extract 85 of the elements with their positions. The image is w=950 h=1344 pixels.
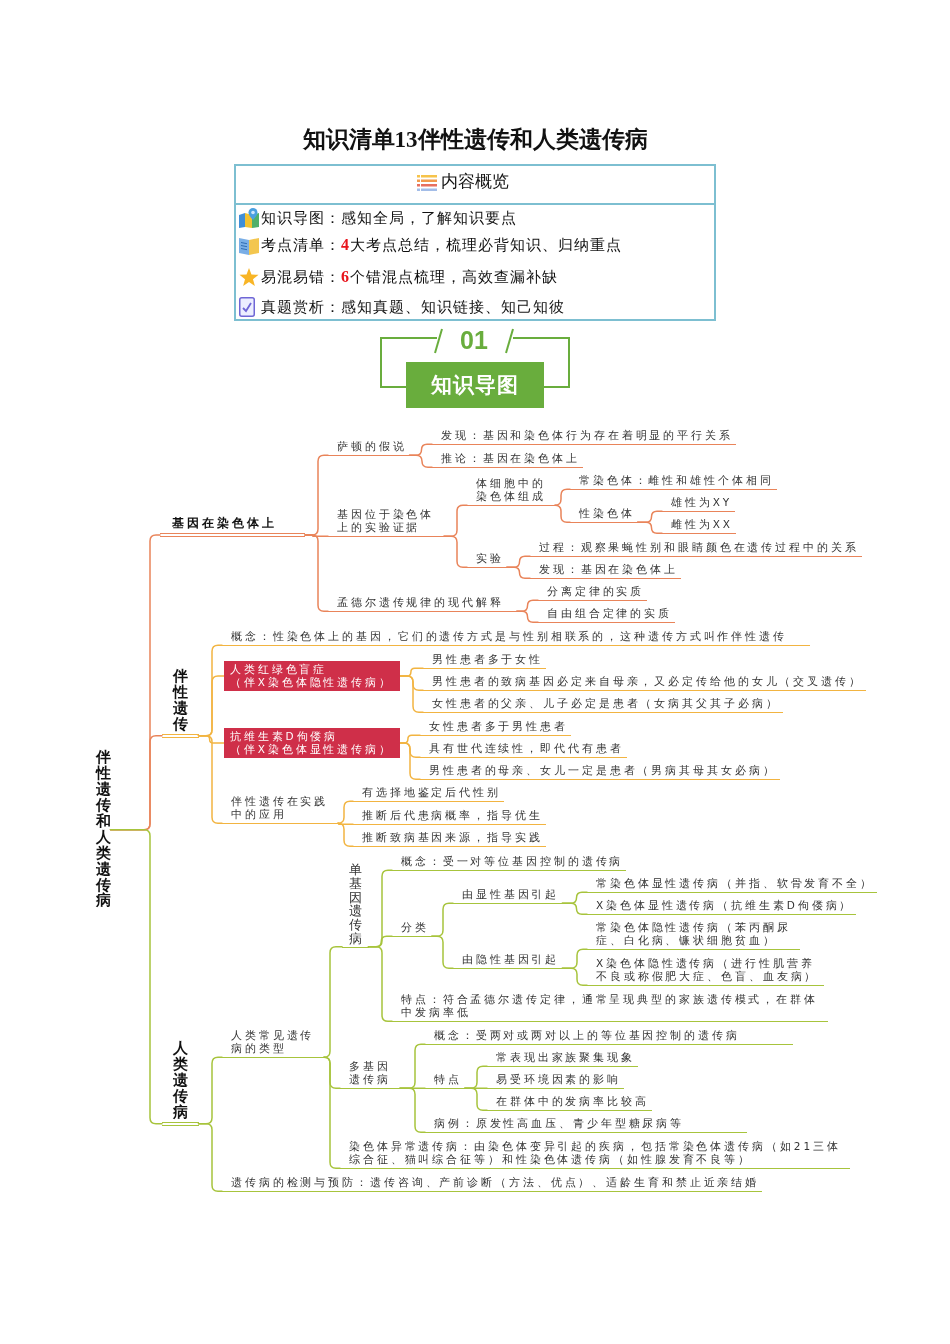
- brace-connector: [516, 610, 539, 623]
- topic-label: 特点: [425, 1073, 465, 1089]
- topic-label: 体细胞中的染色体组成: [467, 477, 555, 506]
- section-number: 01: [460, 326, 488, 354]
- topic-box: 人类红绿色盲症（伴X染色体隐性遗传病）: [224, 661, 400, 691]
- topic-label: 自由组合定律的实质: [538, 607, 676, 623]
- topic-label: 常染色体显性遗传病（并指、软骨发育不全）: [587, 877, 877, 893]
- brace-connector: [464, 1087, 488, 1111]
- topic-label: 性染色体: [570, 507, 638, 523]
- topic-label: 具有世代连续性，即代代有患者: [420, 742, 627, 758]
- topic-label: 概念：性染色体上的基因，它们的遗传方式是与性别相联系的，这种遗传方式叫作伴性遗传: [222, 630, 810, 646]
- topic-label: 易受环境因素的影响: [487, 1073, 625, 1089]
- brace-connector: [399, 675, 424, 713]
- brace-connector: [197, 1122, 223, 1192]
- topic-label: 发现：基因在染色体上: [530, 563, 681, 579]
- topic-label: 多基因遗传病: [340, 1060, 400, 1089]
- brace-connector: [337, 822, 354, 825]
- page-title: 知识清单13伴性遗传和人类遗传病: [302, 126, 648, 154]
- main-branch-label: 人类遗传病: [162, 1041, 199, 1126]
- topic-label: 男性患者的致病基因必定来自母亲，又必定传给他的女儿（交叉遗传）: [423, 675, 866, 691]
- topic-label: 推论：基因在染色体上: [432, 452, 583, 468]
- brace-connector: [408, 454, 433, 468]
- topic-label: 分类: [392, 921, 432, 937]
- topic-label: 人类常见遗传病的类型: [222, 1029, 324, 1058]
- overview-panel: [234, 164, 716, 321]
- topic-label: 有选择地鉴定后代性别: [353, 786, 504, 802]
- topic-label: 女性患者多于男性患者: [420, 720, 571, 736]
- brace-connector: [561, 902, 588, 915]
- panel-heading: 内容概览: [441, 170, 509, 192]
- topic-label: 过程：观察果蝇性别和眼睛颜色在遗传过程中的关系: [530, 541, 862, 557]
- brace-connector: [323, 1056, 341, 1169]
- brace-connector: [337, 822, 354, 847]
- overview-item: 知识导图：感知全局，了解知识要点: [261, 208, 517, 228]
- topic-label: 孟德尔遗传规律的现代解释: [328, 596, 517, 612]
- section-banner: 知识导图: [406, 362, 544, 408]
- brace-connector: [399, 742, 421, 780]
- brace-connector: [554, 488, 571, 506]
- overview-item: 真题赏析：感知真题、知识链接、知己知彼: [261, 297, 565, 317]
- brace-connector: [554, 504, 571, 523]
- brace-connector: [367, 946, 393, 1022]
- brace-connector: [443, 535, 468, 568]
- topic-label: 病例：原发性高血压、青少年型糖尿病等: [425, 1117, 748, 1133]
- topic-label: 分离定律的实质: [538, 585, 648, 601]
- topic-label: 染色体异常遗传病：由染色体变异引起的疾病，包括常染色体遗传病（如21三体综合征、猫叫综合征等）和性染色体遗传病（如性腺发育不良等）: [340, 1140, 850, 1169]
- topic-label: 概念：受一对等位基因控制的遗传病: [392, 855, 627, 871]
- brace-connector: [197, 735, 223, 824]
- brace-connector: [399, 1087, 426, 1133]
- topic-label: 由显性基因引起: [453, 888, 563, 904]
- topic-label: 雄性为XY: [662, 496, 736, 512]
- topic-label: 萨顿的假说: [328, 440, 410, 456]
- main-branch-label: 伴性遗传: [162, 669, 199, 738]
- brace-connector: [636, 521, 663, 534]
- topic-label: 男性患者多于女性: [423, 653, 547, 669]
- topic-label: 发现：基因和染色体行为存在着明显的平行关系: [432, 429, 736, 445]
- central-topic: 伴性遗传和人类遗传病: [96, 750, 111, 910]
- topic-label: 遗传病的检测与预防：遗传咨询、产前诊断（方法、优点）、适龄生育和禁止近亲结婚: [222, 1176, 763, 1192]
- brace-connector: [109, 828, 163, 1125]
- topic-label: 基因位于染色体上的实验证据: [328, 508, 444, 537]
- topic-label: 伴性遗传在实践中的应用: [222, 795, 338, 824]
- overview-item: 考点清单：4大考点总结，梳理必背知识、归纳重点: [261, 235, 622, 255]
- topic-label: X染色体显性遗传病（抗维生素D佝偻病）: [587, 899, 857, 915]
- topic-label: 雌性为XX: [662, 518, 736, 534]
- topic-label: 在群体中的发病率比较高: [487, 1095, 652, 1111]
- topic-box: 抗维生素D佝偻病（伴X染色体显性遗传病）: [224, 728, 400, 758]
- topic-label: 常染色体隐性遗传病（苯丙酮尿症、白化病、镰状细胞贫血）: [587, 921, 800, 950]
- topic-label: 单基因遗传病: [342, 863, 369, 948]
- brace-connector: [337, 800, 354, 824]
- topic-label: 概念：受两对或两对以上的等位基因控制的遗传病: [425, 1029, 793, 1045]
- topic-label: 特点：符合孟德尔遗传定律，通常呈现典型的家族遗传模式，在群体中发病率低: [392, 993, 828, 1022]
- topic-label: 推断致病基因来源，指导实践: [353, 831, 546, 847]
- topic-label: 常表现出家族聚集现象: [487, 1051, 638, 1067]
- topic-label: 实验: [467, 552, 507, 568]
- brace-connector: [506, 566, 531, 579]
- topic-label: 由隐性基因引起: [453, 953, 563, 969]
- topic-label: 常染色体：雌性和雄性个体相同: [570, 474, 777, 490]
- topic-label: 推断后代患病概率，指导优生: [353, 809, 546, 825]
- topic-label: 男性患者的母亲、女儿一定是患者（男病其母其女必病）: [420, 764, 780, 780]
- brace-connector: [304, 534, 329, 612]
- brace-connector: [561, 967, 588, 986]
- topic-label: X染色体隐性遗传病（进行性肌营养不良或称假肥大症、色盲、血友病）: [587, 957, 824, 986]
- overview-item: 易混易错：6个错混点梳理，高效查漏补缺: [261, 267, 558, 287]
- brace-connector: [431, 935, 454, 969]
- brace-connector: [323, 946, 343, 1058]
- topic-label: 女性患者的父亲、儿子必定是患者（女病其父其子必病）: [423, 697, 783, 713]
- main-branch-label: 基因在染色体上: [160, 516, 305, 537]
